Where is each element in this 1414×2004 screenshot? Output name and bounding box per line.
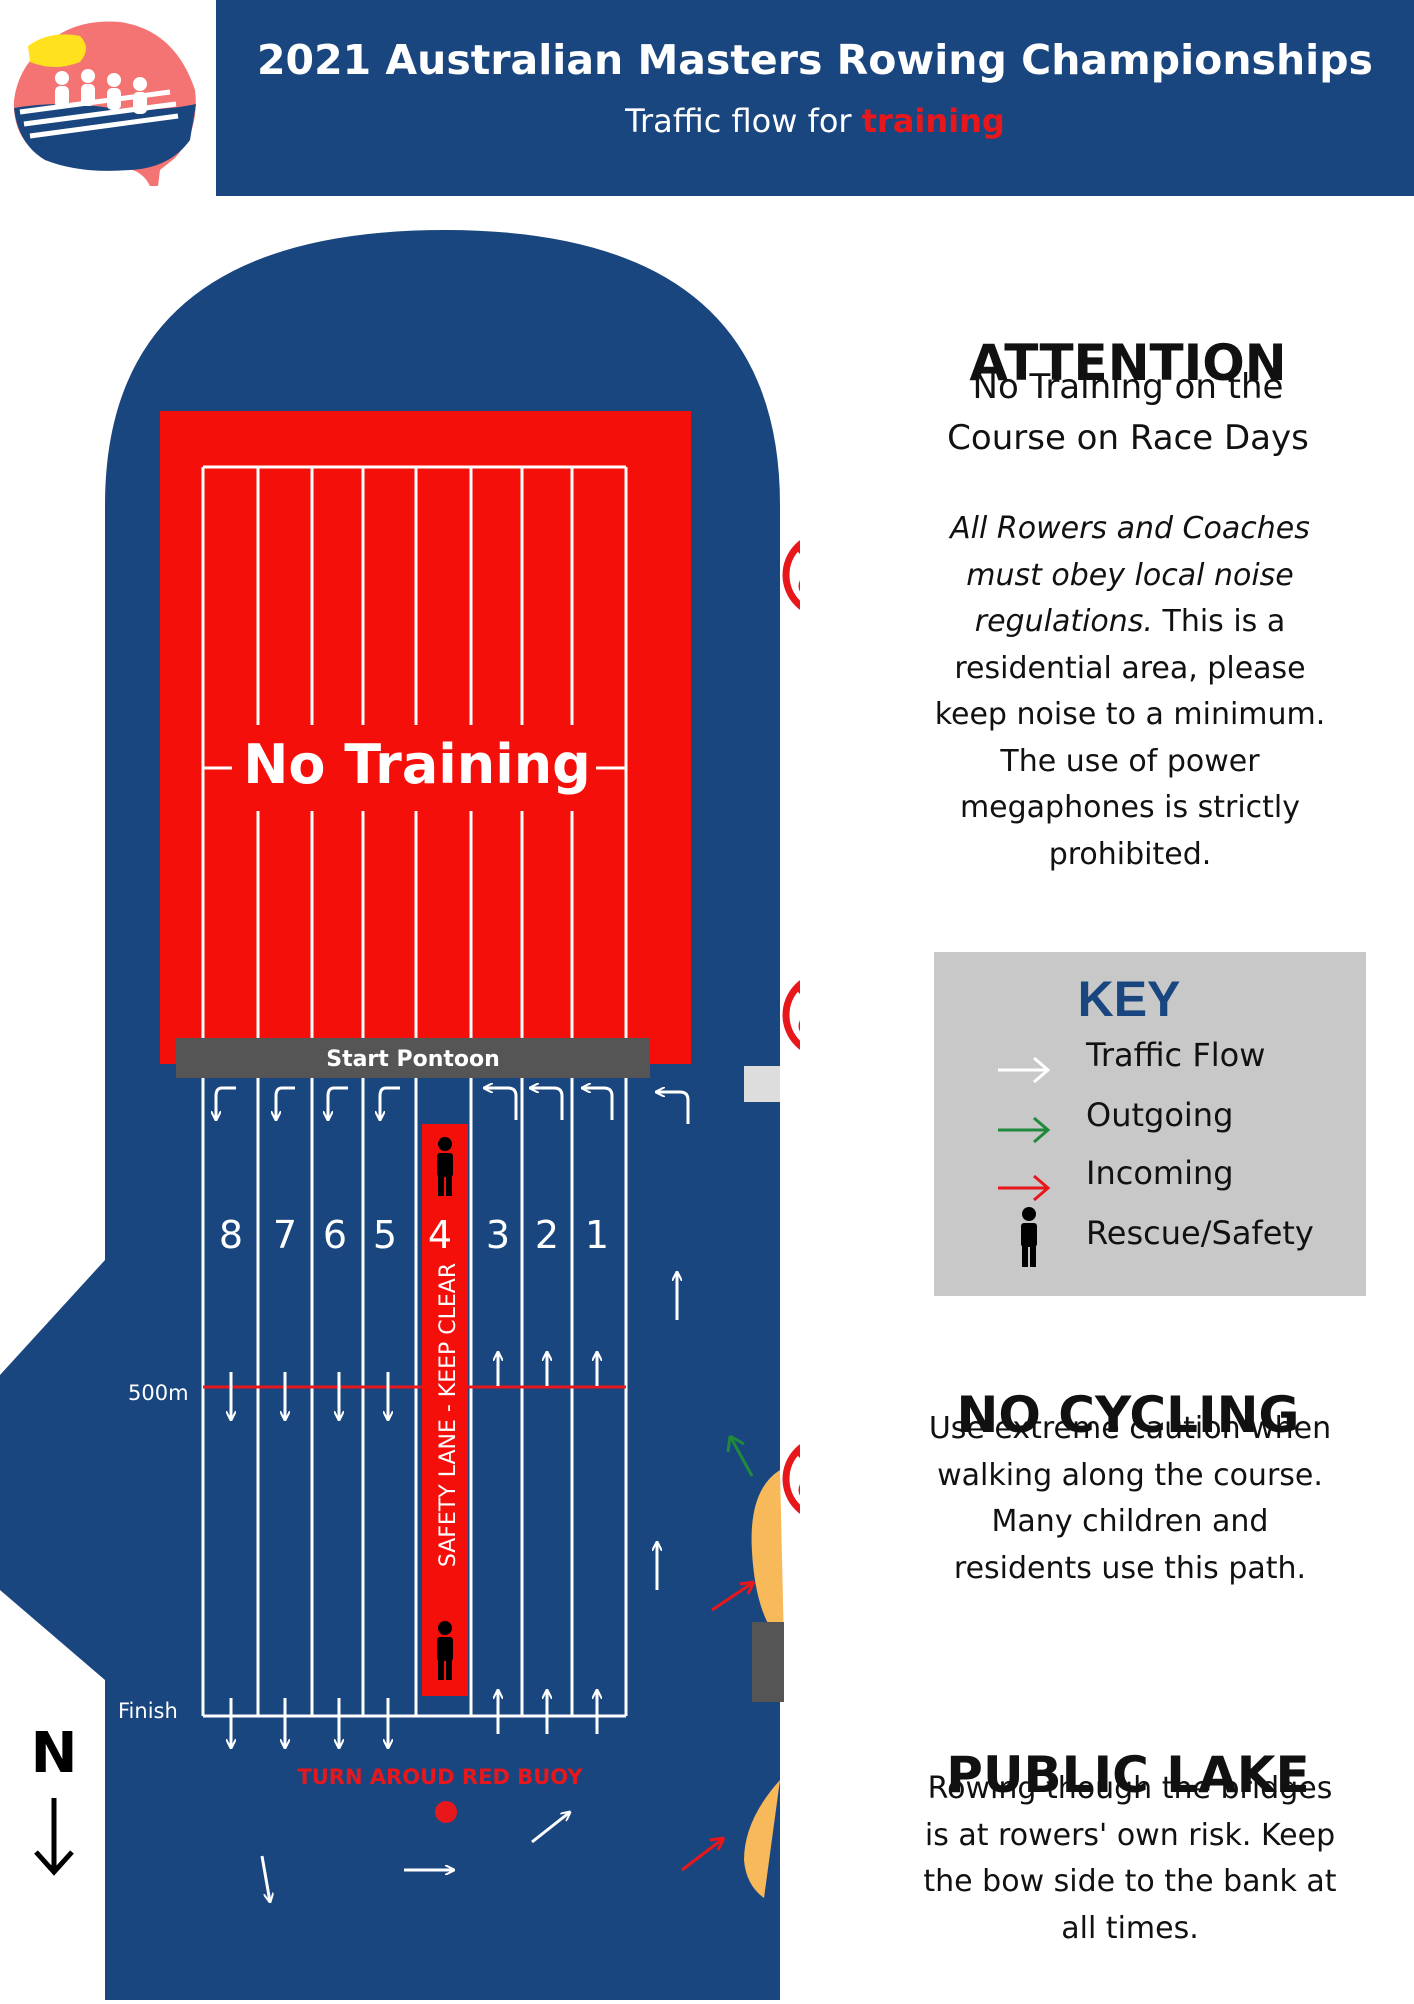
key-traffic-flow-label: Traffic Flow [1086,1036,1266,1074]
lane-number-2: 2 [535,1213,559,1257]
finish-label: Finish [118,1699,178,1723]
attention-body-italic: All Rowers and Coaches must obey local n… [950,511,1310,639]
no-training-label: No Training [243,733,591,796]
no-cycling-icon [782,971,870,1059]
safety-lane-label: SAFETY LANE - KEEP CLEAR [436,1263,461,1567]
page-subtitle: Traffic flow for training [216,102,1414,140]
public-lake-title: PUBLIC LAKE [946,1745,1310,1804]
safety-person-icon [437,1137,453,1196]
outgoing-arrow-icon [998,1116,1051,1144]
header-banner: 2021 Australian Masters Rowing Champions… [216,0,1414,196]
attention-body-text: This is a residential area, please keep … [934,604,1326,872]
lane-number-5: 5 [373,1213,397,1257]
key-rescue-label: Rescue/Safety [1086,1214,1314,1252]
key-incoming-label: Incoming [1086,1154,1234,1192]
sand-bank [751,1470,784,1645]
incoming-arrow-icon [998,1174,1051,1202]
turn-arrows [216,1088,690,1124]
course-map: No Training Start Pontoon 500m Finish SA… [0,196,870,2000]
turn-red-buoy-label: TURN AROUD RED BUOY [297,1765,583,1789]
traffic-flow-arrows [231,1272,677,1902]
sand-bank [744,1780,780,1898]
no-cycling-icon [782,531,870,619]
no-cycling-body: Use extreme caution when walking along t… [928,1411,1332,1586]
attention-subtitle-line: No Training on the [972,367,1284,407]
map-key: KEY Traffic Flow Outgoing Incoming Rescu… [934,952,1366,1296]
attention-title: ATTENTION [969,333,1287,392]
subtitle-prefix: Traffic flow for [625,102,862,140]
incoming-arrows [681,1580,756,1872]
lane-number-7: 7 [273,1213,297,1257]
no-cycling-title: NO CYCLING [956,1385,1300,1444]
500m-label: 500m [128,1381,189,1405]
course-lane-lines [201,1078,628,1718]
attention-subtitle: No Training on the Course on Race Days [908,362,1348,464]
safety-lane [422,1124,468,1696]
safety-person-icon [437,1621,453,1680]
lane-number-4: 4 [428,1213,452,1257]
subtitle-highlight: training [861,102,1005,140]
key-title: KEY [1077,971,1181,1027]
north-label: N [31,1721,78,1786]
no-cycling-icon [782,1435,870,1523]
lane-number-6: 6 [323,1213,347,1257]
lane-number-1: 1 [585,1213,609,1257]
attention-subtitle-line: Course on Race Days [947,418,1309,458]
key-outgoing-label: Outgoing [1086,1096,1234,1134]
bridge-pier [752,1622,784,1702]
traffic-flow-arrow-icon [998,1056,1051,1084]
start-pontoon-label: Start Pontoon [326,1047,500,1072]
north-arrow-icon [34,1798,74,1876]
page-title: 2021 Australian Masters Rowing Champions… [257,36,1373,84]
pontoon-marker [744,1066,780,1102]
start-pontoon [176,1038,650,1078]
public-lake-body: Rowing though the bridges is at rowers' … [923,1771,1337,1946]
lane-number-3: 3 [486,1213,510,1257]
attention-body: All Rowers and Coaches must obey local n… [920,506,1340,878]
red-buoy [435,1801,457,1823]
championship-logo [0,0,216,196]
outgoing-arrow [726,1434,754,1477]
lane-number-8: 8 [219,1213,243,1257]
rescue-person-icon [1021,1207,1037,1267]
